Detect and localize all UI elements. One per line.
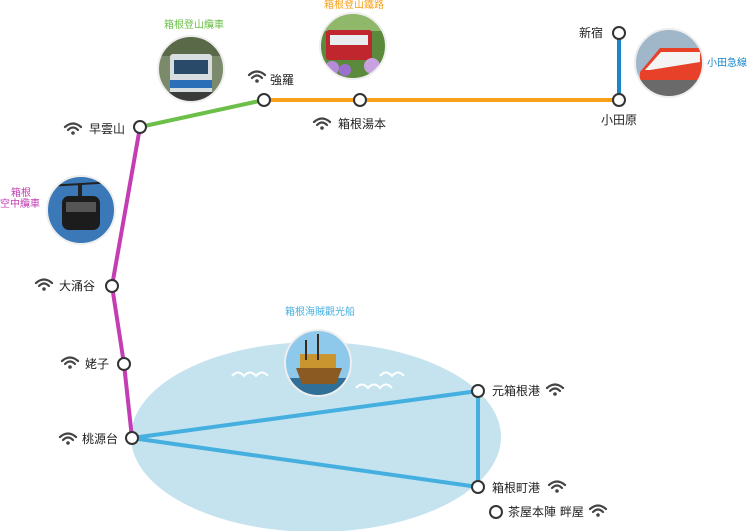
station-label-sounzan[interactable]: 早雲山 [89, 122, 126, 136]
route-label-ropeway-line1: 箱根 [11, 188, 31, 199]
wifi-icon [60, 356, 80, 369]
station-owakudani-icon[interactable] [105, 279, 119, 293]
route-label-ropeway-line2: 空中纜車 [0, 199, 40, 210]
ropeway-photo [46, 175, 116, 245]
station-hakonemachi-ko-icon[interactable] [471, 480, 485, 494]
lake-waves [231, 371, 405, 390]
station-label-odawara[interactable]: 小田原 [601, 113, 638, 127]
route-cruise [131, 389, 480, 489]
odakyu-photo [634, 28, 704, 98]
station-sounzan-icon[interactable] [133, 120, 147, 134]
route-ropeway [110, 126, 142, 439]
station-ubako-icon[interactable] [117, 357, 131, 371]
station-label-togendai[interactable]: 桃源台 [82, 432, 119, 446]
route-label-cruise: 箱根海賊觀光船 [285, 307, 355, 318]
station-togendai-icon[interactable] [125, 431, 139, 445]
station-gora-icon[interactable] [257, 93, 271, 107]
route-tozan-cable [139, 98, 265, 129]
lake-ashi [131, 342, 501, 531]
wifi-icon [34, 278, 54, 291]
station-label-hakone-yumoto[interactable]: 箱根湯本 [338, 117, 387, 131]
wifi-icon [545, 383, 565, 396]
wifi-icon [63, 122, 83, 135]
route-label-odakyu: 小田急線 [707, 58, 747, 69]
station-shinjuku-icon[interactable] [612, 26, 626, 40]
station-label-ubako[interactable]: 姥子 [85, 357, 110, 371]
route-label-tozan-railway: 箱根登山鐵路 [324, 0, 384, 11]
station-label-motohakone-ko[interactable]: 元箱根港 [492, 384, 541, 398]
route-label-tozan-cable: 箱根登山纜車 [164, 20, 224, 31]
station-label-hakonemachi-ko[interactable]: 箱根町港 [492, 481, 541, 495]
wifi-icon [247, 70, 267, 83]
wifi-icon [312, 117, 332, 130]
wifi-icon [58, 432, 78, 445]
station-label-gora[interactable]: 強羅 [270, 73, 295, 87]
station-hakone-yumoto-icon[interactable] [353, 93, 367, 107]
wifi-icon [588, 504, 608, 517]
station-label-owakudani[interactable]: 大涌谷 [59, 279, 96, 293]
tozan-cable-photo [157, 35, 225, 103]
pirate-ship-photo [284, 329, 352, 397]
station-label-chaya-honjin[interactable]: 茶屋本陣 畔屋 [508, 505, 584, 519]
station-label-shinjuku[interactable]: 新宿 [579, 26, 604, 40]
tozan-railway-photo [319, 12, 387, 80]
station-odawara-icon[interactable] [612, 93, 626, 107]
wifi-icon [547, 480, 567, 493]
station-chaya-honjin-icon[interactable] [489, 505, 503, 519]
station-motohakone-ko-icon[interactable] [471, 384, 485, 398]
